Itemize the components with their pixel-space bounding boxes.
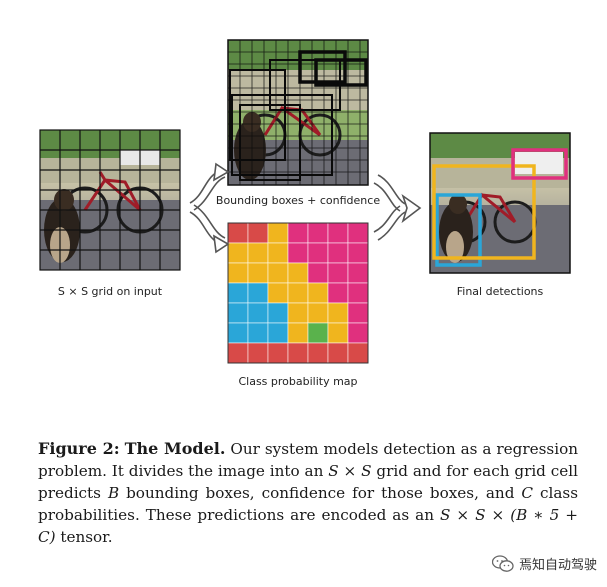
caption-text-1: Our system models detection as a regress… bbox=[38, 440, 579, 480]
class-cell-cyan bbox=[227, 282, 249, 304]
class-cell-yellow bbox=[267, 282, 289, 304]
class-cell-red bbox=[227, 222, 249, 244]
class-probability-map bbox=[227, 222, 369, 364]
class-cell-yellow bbox=[247, 262, 269, 284]
class-cell-yellow bbox=[247, 242, 269, 264]
class-cell-magenta bbox=[347, 242, 369, 264]
class-cell-red bbox=[247, 342, 269, 364]
caption-math-4: S × S × (B ∗ 5 + C) bbox=[38, 506, 578, 546]
detection-boxes bbox=[432, 148, 568, 267]
caption-math-2: B bbox=[107, 484, 120, 502]
final-image bbox=[430, 133, 570, 273]
arrow-classmap-to-final bbox=[373, 205, 406, 241]
caption-text-3: bounding boxes, confidence for those box… bbox=[119, 484, 522, 502]
detection-box-dog bbox=[435, 193, 482, 267]
class-cell-magenta bbox=[307, 262, 329, 284]
class-cell-yellow bbox=[287, 302, 309, 324]
figure-caption: Figure 2: The Model. Our system models d… bbox=[38, 438, 578, 548]
class-cell-magenta bbox=[327, 262, 349, 284]
class-cell-yellow bbox=[287, 322, 309, 344]
class-cell-red bbox=[227, 342, 249, 364]
classmap-label: Class probability map bbox=[238, 375, 357, 388]
class-map-border bbox=[227, 222, 369, 364]
class-cell-cyan bbox=[267, 302, 289, 324]
caption-text-4: class probabilities. These predictions a… bbox=[38, 484, 579, 524]
class-cell-yellow bbox=[307, 282, 329, 304]
class-cell-magenta bbox=[327, 242, 349, 264]
class-cell-magenta bbox=[347, 302, 369, 324]
watermark: 焉知自动驾驶 bbox=[491, 554, 597, 573]
class-cell-magenta bbox=[307, 242, 329, 264]
class-cell-yellow bbox=[327, 302, 349, 324]
class-cell-magenta bbox=[327, 222, 349, 244]
class-cell-magenta bbox=[347, 282, 369, 304]
class-cell-cyan bbox=[247, 302, 269, 324]
class-cell-red bbox=[247, 222, 269, 244]
class-cell-magenta bbox=[347, 262, 369, 284]
wechat-logo-icon bbox=[491, 554, 514, 573]
class-cell-cyan bbox=[247, 322, 269, 344]
class-cell-yellow bbox=[227, 262, 249, 284]
detection-box-bicycle bbox=[432, 164, 536, 260]
class-cell-red bbox=[267, 342, 289, 364]
detection-box-car bbox=[511, 148, 568, 180]
figure-number: Figure 2: bbox=[38, 439, 120, 458]
boxes-label: Bounding boxes + confidence bbox=[216, 194, 380, 207]
caption-text-5: tensor. bbox=[55, 528, 113, 546]
class-cell-cyan bbox=[227, 322, 249, 344]
class-cell-magenta bbox=[347, 322, 369, 344]
arrow-head-to-final bbox=[401, 193, 422, 224]
class-cell-magenta bbox=[307, 222, 329, 244]
class-cell-cyan bbox=[247, 282, 269, 304]
class-cell-yellow bbox=[287, 262, 309, 284]
class-cell-magenta bbox=[287, 222, 309, 244]
class-cell-yellow bbox=[267, 222, 289, 244]
class-cell-yellow bbox=[227, 242, 249, 264]
input-label: S × S grid on input bbox=[58, 285, 163, 298]
class-cell-yellow bbox=[287, 282, 309, 304]
figure-title: The Model. bbox=[124, 439, 226, 458]
class-cell-yellow bbox=[267, 262, 289, 284]
input-grid bbox=[39, 129, 181, 271]
class-cell-cyan bbox=[267, 322, 289, 344]
class-cell-red bbox=[347, 342, 369, 364]
final-label: Final detections bbox=[457, 285, 544, 298]
boxes-image bbox=[228, 40, 368, 185]
arrow-boxes-to-final bbox=[373, 174, 406, 212]
class-cell-red bbox=[327, 342, 349, 364]
class-cell-magenta bbox=[347, 222, 369, 244]
class-cell-yellow bbox=[327, 322, 349, 344]
class-cell-red bbox=[307, 342, 329, 364]
input-image bbox=[40, 130, 180, 270]
candidate-boxes bbox=[228, 40, 368, 185]
class-cell-green bbox=[307, 322, 329, 344]
arrows bbox=[189, 162, 422, 254]
arrow-input-to-classmap bbox=[189, 204, 230, 254]
class-cell-yellow bbox=[267, 242, 289, 264]
caption-math-1: S × S bbox=[328, 462, 372, 480]
class-cell-magenta bbox=[287, 242, 309, 264]
class-cell-yellow bbox=[307, 302, 329, 324]
watermark-text: 焉知自动驾驶 bbox=[518, 558, 597, 573]
class-cell-red bbox=[287, 342, 309, 364]
class-cell-magenta bbox=[327, 282, 349, 304]
caption-text-2: grid and for each grid cell predicts bbox=[38, 462, 578, 502]
caption-math-3: C bbox=[521, 484, 534, 502]
class-cell-cyan bbox=[227, 302, 249, 324]
